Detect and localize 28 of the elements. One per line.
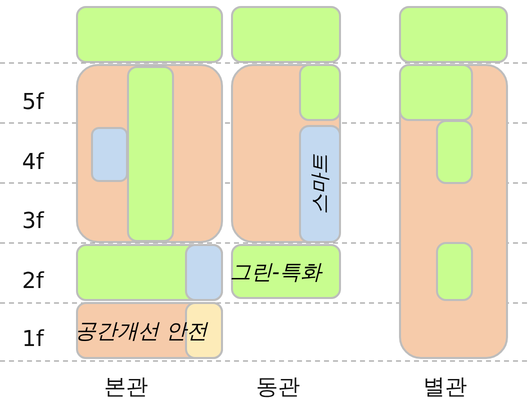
floor-block [231, 64, 341, 243]
floor-block [126, 66, 174, 242]
floor-block [76, 244, 223, 301]
floor-label: 4f [22, 150, 44, 175]
building-label: 별관 [423, 374, 467, 402]
zone-label: 스마트 [306, 154, 332, 214]
floor-label: 3f [22, 209, 44, 234]
floor-block [90, 126, 128, 182]
floor-block [436, 242, 472, 300]
building-label: 동관 [256, 374, 300, 402]
floor-block [399, 64, 508, 359]
floor-block [76, 6, 223, 63]
floor-block [231, 244, 341, 299]
zone-label: 그린-특화 [230, 258, 322, 286]
building-label: 본관 [104, 374, 148, 402]
floor-block [231, 6, 341, 63]
floor-block [398, 64, 472, 120]
floor-block [298, 64, 340, 120]
floor-block [184, 244, 222, 300]
floor-block [436, 120, 472, 184]
floor-block [298, 124, 340, 242]
floor-block [76, 64, 223, 243]
floor-block [76, 302, 223, 359]
floor-label: 2f [22, 269, 44, 294]
floor-block [399, 6, 508, 63]
floor-label: 5f [22, 90, 44, 115]
floor-label: 1f [22, 327, 44, 352]
zone-label: 공간개선 안전 [75, 318, 208, 344]
